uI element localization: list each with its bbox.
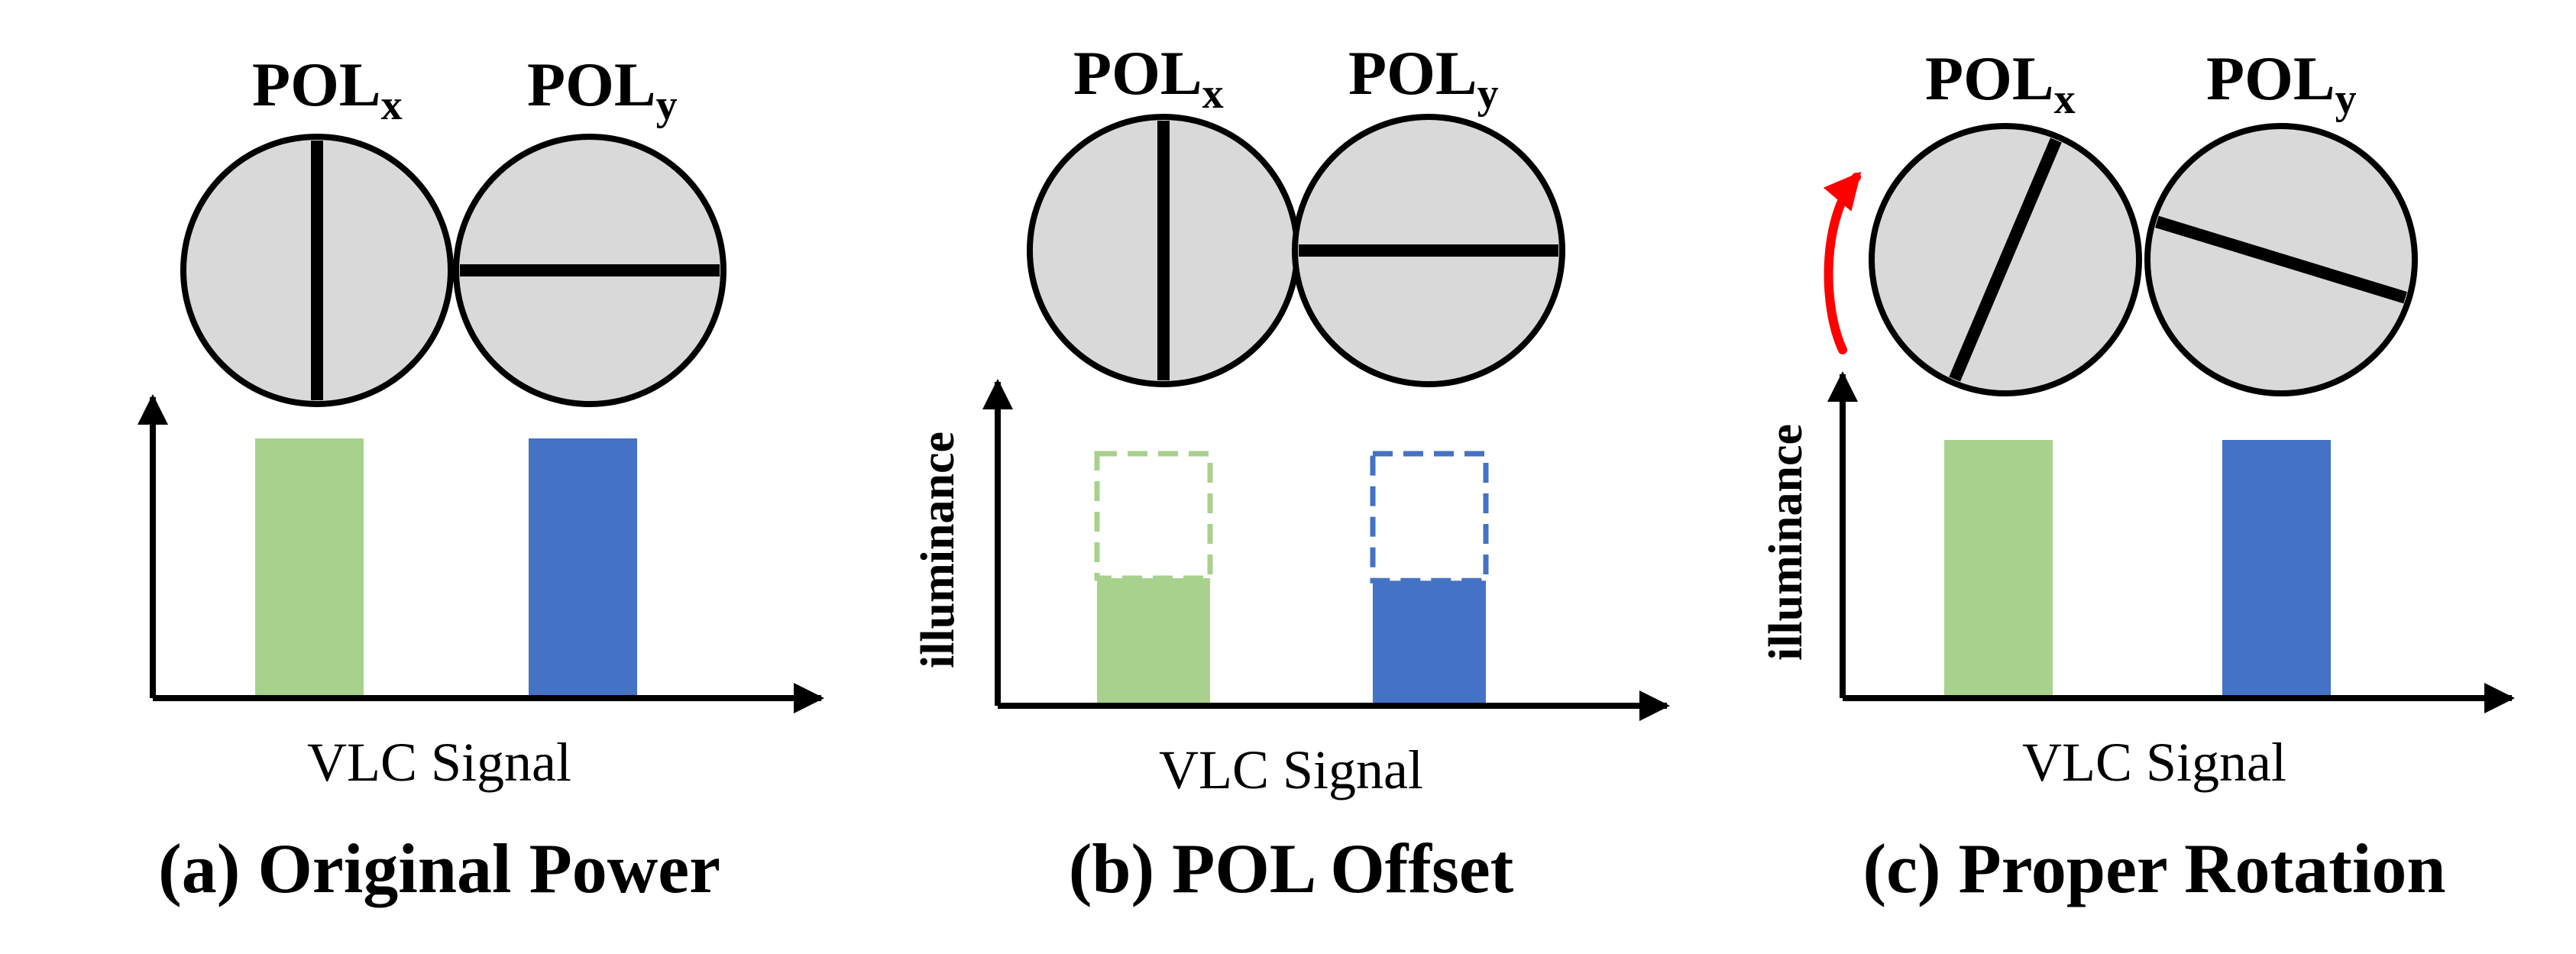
polarizer-x-axis-line [1949, 137, 2062, 382]
panel-a: POLx POLy VLC Signal (a) Original Power [138, 50, 824, 907]
bar-pol-y [529, 438, 637, 695]
polarizer-x-disc [180, 134, 454, 407]
y-axis-label: illuminance [1760, 424, 1812, 661]
polarizer-y-disc [2144, 123, 2418, 396]
x-axis-label: VLC Signal [307, 732, 571, 793]
offset-outline-pol-x [1094, 451, 1213, 581]
panel-caption: (b) POL Offset [1069, 829, 1514, 907]
bar-pol-x [1097, 578, 1210, 703]
pol-y-title: POLy [2206, 44, 2357, 123]
pol-x-title: POLx [1073, 38, 1224, 118]
polarizer-x-disc [1027, 114, 1300, 387]
pol-y-title: POLy [527, 50, 678, 129]
x-axis-label: VLC Signal [2022, 732, 2286, 793]
panel-caption: (a) Original Power [158, 829, 720, 907]
polarizer-x-disc [1869, 123, 2142, 396]
panel-b: POLx POLy illuminance VLC Signal (b) POL… [912, 38, 1670, 907]
offset-outline-pol-y [1370, 451, 1489, 584]
x-axis-label: VLC Signal [1159, 739, 1423, 800]
bar-pol-x [1944, 440, 2053, 695]
pol-y-title: POLy [1348, 38, 1499, 118]
polarizer-y-disc [1292, 114, 1565, 387]
polarizer-y-disc [453, 134, 727, 407]
y-axis-label: illuminance [912, 432, 964, 668]
bar-pol-y [1373, 580, 1486, 703]
pol-x-title: POLx [252, 50, 403, 129]
bar-pol-y [2222, 440, 2331, 695]
bar-pol-x [255, 438, 364, 695]
pol-x-title: POLx [1925, 44, 2076, 123]
rotation-arrow [1823, 171, 1862, 354]
panel-c: POLx POLy illuminance VLC Signal (c) Pro… [1760, 44, 2515, 907]
polarizer-y-axis-line [2155, 215, 2407, 304]
panel-caption: (c) Proper Rotation [1862, 829, 2445, 907]
